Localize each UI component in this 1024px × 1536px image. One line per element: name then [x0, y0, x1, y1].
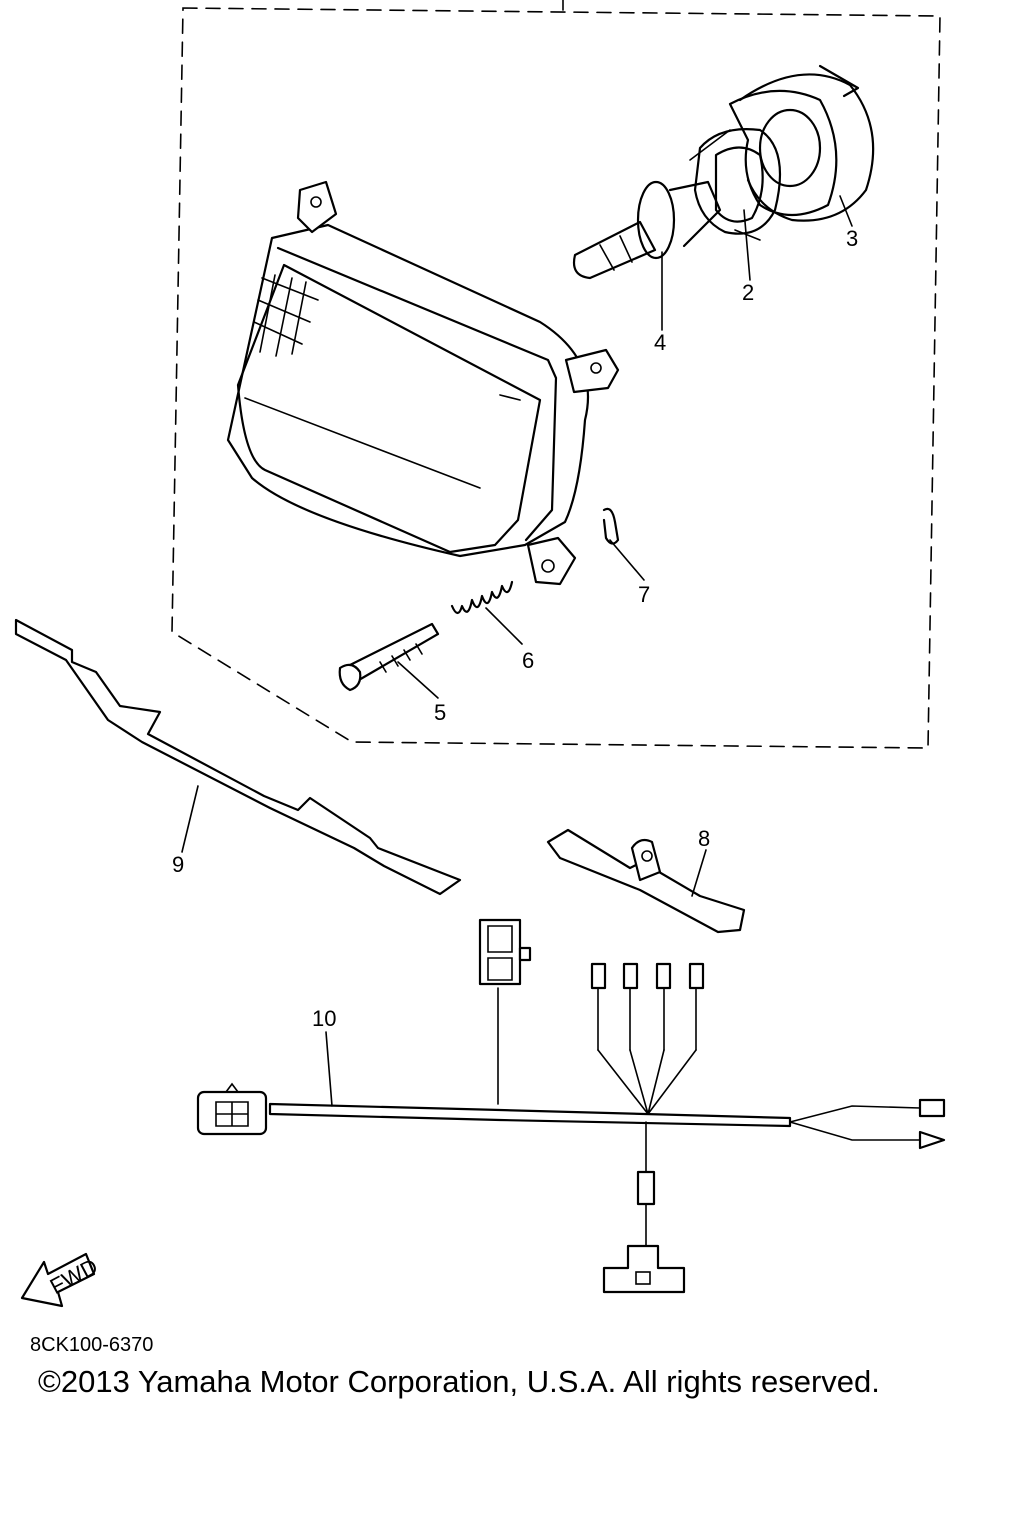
spring-part-6 — [450, 580, 514, 615]
bulb-part-4 — [572, 180, 722, 280]
bulb-cover-part-3 — [728, 64, 875, 222]
callout-8: 8 — [698, 826, 710, 851]
callout-10-leader — [325, 1031, 333, 1107]
callout-2: 2 — [742, 280, 754, 305]
callout-9-leader — [181, 785, 199, 853]
bracket-part-8 — [546, 828, 746, 934]
callout-5: 5 — [434, 700, 446, 725]
copyright-notice: ©2013 Yamaha Motor Corporation, U.S.A. A… — [38, 1364, 880, 1399]
wiring-harness-part-10 — [196, 918, 946, 1294]
bracket-part-9 — [14, 618, 462, 896]
callout-2-leader — [743, 209, 751, 281]
callout-6-leader — [485, 607, 523, 645]
callout-7-leader — [609, 539, 645, 581]
assembly-boundary — [171, 7, 941, 749]
callout-4: 4 — [654, 330, 666, 355]
part-code: 8CK100-6370 — [30, 1334, 154, 1356]
forward-direction-arrow: FWD — [20, 1252, 102, 1308]
callout-10: 10 — [312, 1006, 336, 1031]
bulb-holder-ring-part-2 — [689, 128, 782, 241]
callout-6: 6 — [522, 648, 534, 673]
callout-3-leader — [839, 195, 853, 227]
screw-part-5 — [338, 622, 440, 692]
clip-part-7 — [602, 507, 620, 545]
callout-7: 7 — [638, 582, 650, 607]
callout-8-leader — [691, 849, 707, 897]
callout-3: 3 — [846, 226, 858, 251]
callout-5-leader — [397, 661, 439, 699]
headlight-housing — [226, 180, 620, 586]
callout-9: 9 — [172, 852, 184, 877]
